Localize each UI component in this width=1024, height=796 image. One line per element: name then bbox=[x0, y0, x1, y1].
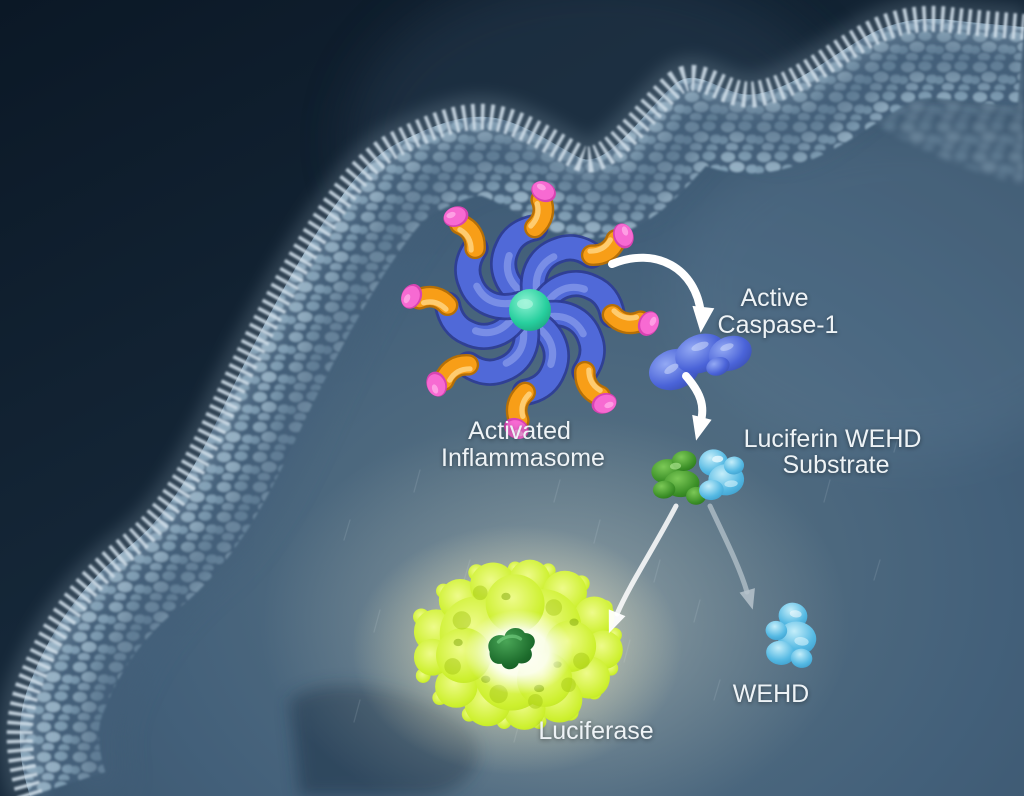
bound-luciferin bbox=[488, 628, 535, 670]
label-line: Inflammasome bbox=[441, 444, 605, 472]
arrow-substrate-to-wehd bbox=[707, 503, 755, 610]
label-line: Substrate bbox=[782, 451, 889, 479]
activated-inflammasome bbox=[397, 177, 663, 443]
label-line: Caspase-1 bbox=[718, 311, 839, 339]
cytoplasm-haze bbox=[670, 120, 1024, 460]
label-luciferin-wehd-substrate: Luciferin WEHD Substrate bbox=[744, 425, 929, 479]
arrow-inflammasome-to-caspase1 bbox=[608, 253, 715, 333]
luciferin-wehd-substrate-molecule bbox=[651, 449, 745, 505]
label-line: Active bbox=[740, 284, 808, 312]
label-activated-inflammasome: Activated Inflammasome bbox=[441, 417, 605, 472]
luciferase-enzyme bbox=[352, 525, 682, 775]
arrow-caspase1-to-substrate bbox=[682, 372, 712, 441]
label-active-caspase1: Active Caspase-1 bbox=[718, 284, 839, 339]
wehd-fragment bbox=[765, 602, 817, 668]
substrate-wehd-cyan bbox=[698, 449, 745, 501]
inflammasome-core bbox=[509, 289, 551, 331]
label-wehd: WEHD bbox=[733, 680, 809, 708]
arrow-substrate-to-luciferase bbox=[608, 503, 679, 634]
label-luciferase: Luciferase bbox=[538, 717, 653, 745]
label-line: WEHD bbox=[733, 680, 809, 708]
label-line: Activated bbox=[468, 417, 571, 445]
label-line: Luciferase bbox=[538, 717, 653, 745]
inflammasome-core-highlight bbox=[517, 299, 533, 309]
label-line: Luciferin WEHD bbox=[744, 425, 922, 453]
membrane-inner-fade bbox=[73, 33, 1024, 796]
